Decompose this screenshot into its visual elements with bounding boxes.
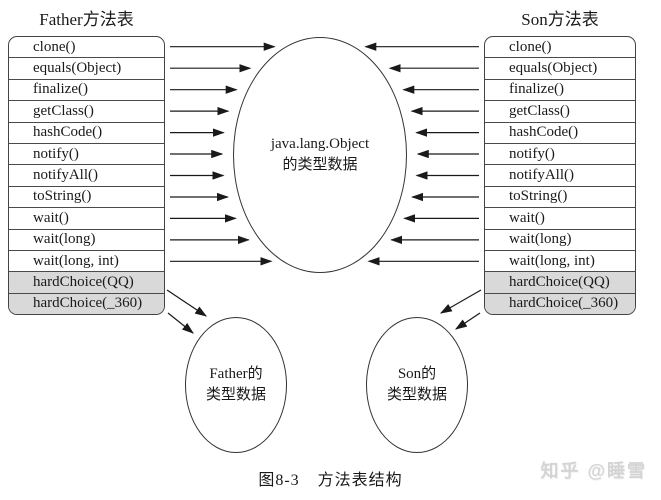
father-type-data-line1: Father的: [209, 366, 263, 382]
son-type-data-ellipse: Son的 类型数据: [366, 317, 468, 453]
method-row: wait(): [485, 207, 635, 228]
method-row: getClass(): [9, 100, 164, 121]
method-row: wait(long): [9, 228, 164, 250]
watermark-text: 知乎 @睡雪: [540, 461, 647, 481]
method-row: equals(Object): [485, 57, 635, 78]
figure-caption: 图8-3 方法表结构: [0, 466, 661, 490]
method-row: clone(): [33, 38, 76, 55]
method-row: wait(long, int): [485, 249, 635, 271]
son-type-data-line1: Son的: [397, 366, 437, 382]
figure-caption-title: 方法表结构: [317, 472, 403, 489]
father-method-table: clone() equals(Object)finalize()getClass(…: [8, 36, 165, 315]
method-row: clone(): [509, 38, 552, 55]
method-row: hardChoice(QQ): [485, 271, 635, 293]
father-type-data-ellipse: Father的 类型数据: [185, 317, 287, 453]
method-row: notifyAll(): [485, 164, 635, 185]
son-method-table: clone() equals(Object)finalize()getClass(…: [484, 36, 636, 315]
son-table-title: Son方法表: [521, 10, 599, 29]
method-row: toString(): [485, 185, 635, 207]
method-row: wait(): [9, 207, 164, 228]
method-row: hashCode(): [9, 121, 164, 143]
arrow-line: [166, 289, 207, 317]
method-row: hardChoice(_360): [485, 292, 635, 314]
method-row: wait(long): [485, 228, 635, 250]
method-row: notifyAll(): [9, 164, 164, 185]
method-row: equals(Object): [9, 57, 164, 78]
method-row: finalize(): [9, 78, 164, 100]
object-type-data-line1: java.lang.Object: [270, 136, 370, 152]
son-type-data-line2: 类型数据: [386, 387, 447, 403]
method-row: wait(long, int): [9, 249, 164, 271]
object-type-data-ellipse: java.lang.Object 的类型数据: [233, 37, 407, 273]
method-row: hardChoice(_360): [9, 292, 164, 314]
figure-caption-label: 图8-3: [258, 472, 300, 489]
arrow-line: [455, 312, 481, 330]
method-row: notify(): [485, 142, 635, 164]
object-type-data-line2: 的类型数据: [282, 157, 358, 173]
method-row: getClass(): [485, 100, 635, 121]
method-row: hardChoice(QQ): [9, 271, 164, 293]
method-row: toString(): [9, 185, 164, 207]
father-table-title: Father方法表: [39, 10, 134, 29]
father-type-data-line2: 类型数据: [205, 387, 266, 403]
method-row: notify(): [9, 142, 164, 164]
method-row: finalize(): [485, 78, 635, 100]
arrow-line: [439, 289, 482, 314]
method-row: hashCode(): [485, 121, 635, 143]
arrow-line: [167, 312, 194, 334]
